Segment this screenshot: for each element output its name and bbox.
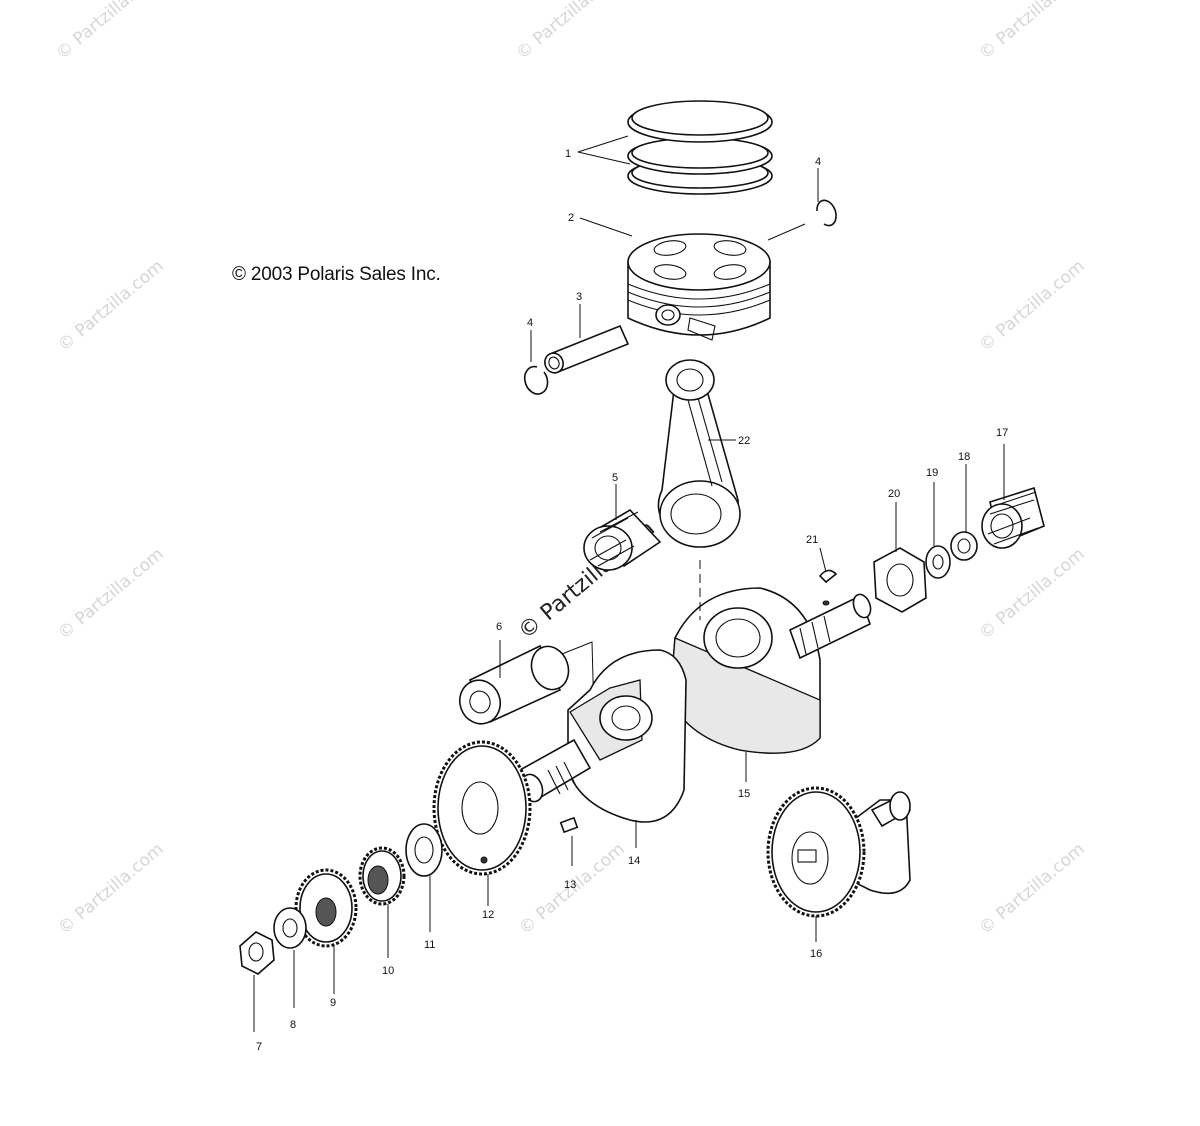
watermark: © Partzilla.com — [54, 839, 167, 939]
crank-half-icon — [669, 587, 872, 754]
callout-labels: 1 2 3 4 4 22 5 6 17 18 19 20 21 15 14 13… — [256, 148, 1008, 1053]
nut-icon — [239, 931, 275, 975]
watermark: © Partzilla.com — [512, 0, 625, 64]
circlip-icon — [523, 199, 837, 395]
callout-7: 7 — [256, 1041, 262, 1053]
watermark: © Partzilla.com — [54, 256, 167, 356]
crank-pin-icon — [458, 641, 595, 725]
callout-4: 4 — [527, 317, 533, 329]
pin-icon — [559, 816, 579, 834]
callout-1: 1 — [565, 148, 571, 160]
washer-icon — [925, 545, 951, 579]
callout-6: 6 — [496, 621, 502, 633]
callout-16: 16 — [810, 948, 822, 960]
callout-22: 22 — [738, 435, 750, 447]
piston-rings-icon — [627, 100, 773, 195]
balancer-shaft-icon — [766, 786, 912, 918]
watermark: © Partzilla.com — [975, 839, 1088, 939]
callout-13: 13 — [564, 879, 576, 891]
callout-17: 17 — [996, 427, 1008, 439]
callout-5: 5 — [612, 472, 618, 484]
callout-11: 11 — [424, 939, 435, 951]
callout-21: 21 — [806, 534, 818, 546]
callout-14: 14 — [628, 855, 640, 867]
callout-12: 12 — [482, 909, 494, 921]
callout-4: 4 — [815, 156, 821, 168]
callout-9: 9 — [330, 997, 336, 1009]
callout-19: 19 — [926, 467, 938, 479]
bearing-icon — [981, 486, 1045, 549]
callout-3: 3 — [576, 291, 582, 303]
callout-8: 8 — [290, 1019, 296, 1031]
piston-pin-icon — [544, 324, 630, 374]
callout-18: 18 — [958, 451, 970, 463]
woodruff-key-icon — [818, 569, 838, 584]
gear-icon — [432, 740, 532, 876]
callout-10: 10 — [382, 965, 394, 977]
callout-15: 15 — [738, 788, 750, 800]
callout-2: 2 — [568, 212, 574, 224]
crank-half-icon — [518, 649, 687, 823]
watermark: © Partzilla.com — [54, 544, 167, 644]
gear-icon — [358, 846, 406, 906]
copyright-notice: © 2003 Polaris Sales Inc. — [232, 264, 441, 285]
watermark: © Partzilla.com — [975, 0, 1088, 64]
nut-icon — [873, 547, 927, 613]
watermark: © Partzilla.com — [975, 256, 1088, 356]
washer-icon — [405, 823, 443, 877]
gear-icon — [294, 868, 358, 948]
watermark: © Partzilla.com — [52, 0, 165, 64]
connecting-rod-icon — [657, 359, 741, 548]
watermark: © Partzilla.com — [975, 544, 1088, 644]
leader-lines — [253, 135, 1005, 1032]
needle-bearing-icon — [583, 508, 662, 571]
piston-icon — [627, 233, 771, 341]
bushing-icon — [950, 531, 978, 561]
washer-icon — [273, 907, 307, 949]
callout-20: 20 — [888, 488, 900, 500]
